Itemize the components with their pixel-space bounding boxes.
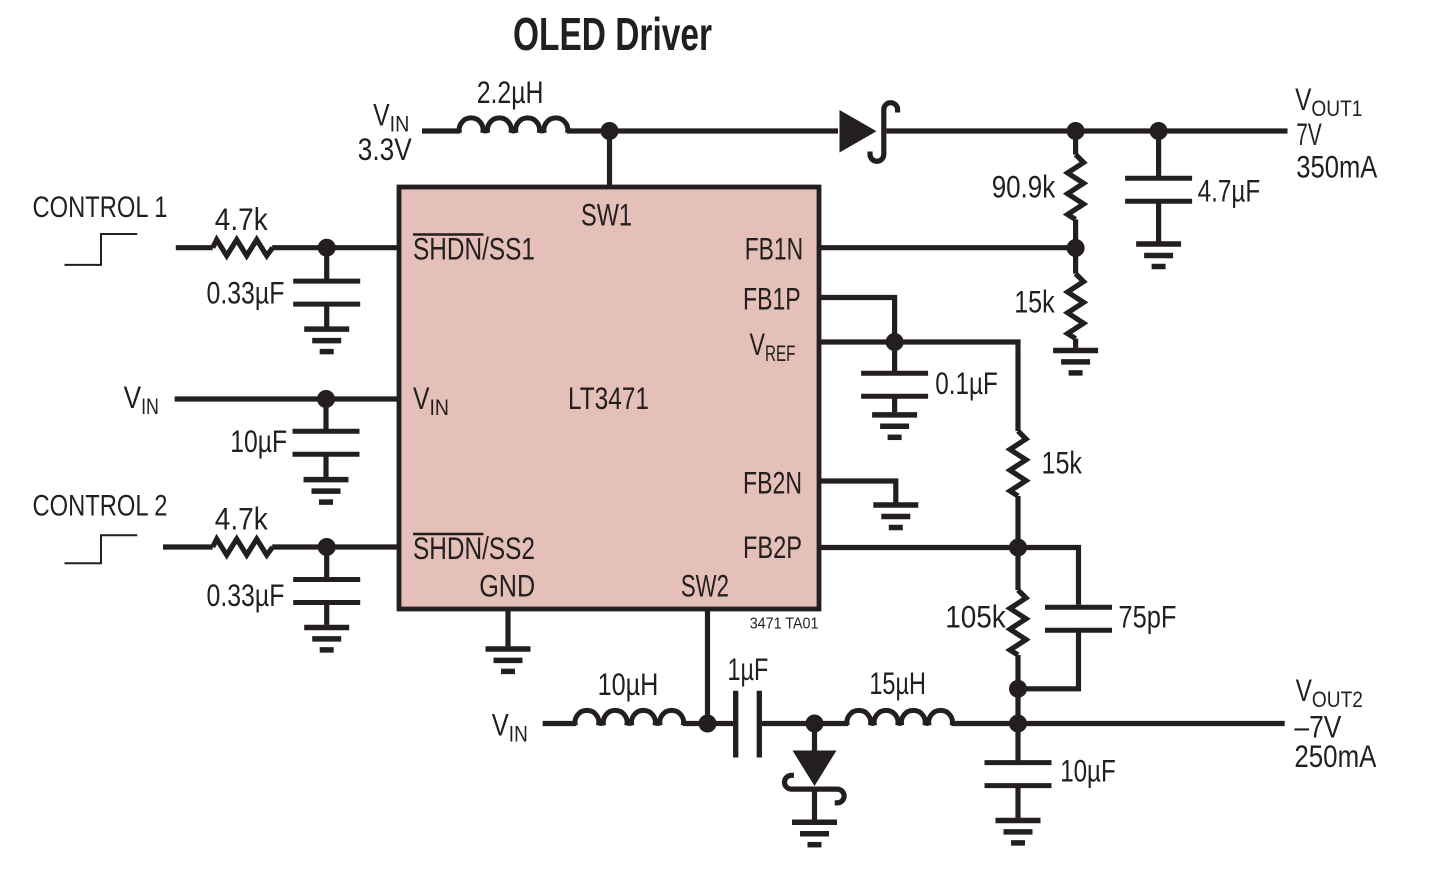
svg-text:2.2µH: 2.2µH — [477, 74, 544, 110]
svg-text:IN: IN — [430, 395, 450, 420]
svg-text:10µF: 10µF — [1060, 753, 1116, 789]
svg-text:FB1P: FB1P — [743, 281, 801, 317]
svg-text:CONTROL 1: CONTROL 1 — [33, 191, 168, 224]
svg-text:V: V — [492, 707, 509, 743]
svg-text:SW2: SW2 — [681, 568, 729, 604]
svg-text:V: V — [373, 97, 390, 133]
svg-text:4.7k: 4.7k — [215, 501, 268, 537]
svg-text:CONTROL 2: CONTROL 2 — [33, 489, 168, 522]
svg-text:OUT1: OUT1 — [1311, 96, 1362, 121]
svg-text:250mA: 250mA — [1294, 738, 1376, 774]
svg-text:4.7µF: 4.7µF — [1198, 173, 1261, 209]
svg-text:OUT2: OUT2 — [1312, 687, 1363, 712]
svg-text:FB2N: FB2N — [743, 465, 802, 501]
svg-text:V: V — [1295, 81, 1311, 117]
svg-text:350mA: 350mA — [1296, 149, 1377, 185]
svg-text:15k: 15k — [1042, 445, 1083, 481]
svg-text:REF: REF — [765, 341, 795, 366]
svg-text:0.1µF: 0.1µF — [935, 365, 998, 401]
svg-text:10µF: 10µF — [230, 423, 287, 459]
svg-text:V: V — [124, 379, 142, 415]
svg-text:75pF: 75pF — [1118, 599, 1176, 635]
svg-text:10µH: 10µH — [598, 666, 659, 702]
svg-text:SHDN/SS1: SHDN/SS1 — [413, 231, 535, 267]
svg-text:V: V — [1296, 672, 1312, 708]
svg-text:GND: GND — [479, 568, 535, 604]
svg-text:SW1: SW1 — [581, 197, 632, 233]
svg-text:15k: 15k — [1014, 283, 1055, 319]
svg-text:15µH: 15µH — [869, 665, 926, 701]
svg-text:90.9k: 90.9k — [992, 169, 1056, 205]
svg-text:4.7k: 4.7k — [215, 201, 268, 237]
svg-text:7V: 7V — [1296, 116, 1321, 152]
svg-text:SHDN/SS2: SHDN/SS2 — [413, 530, 535, 566]
svg-text:OLED Driver: OLED Driver — [513, 8, 712, 60]
svg-text:105k: 105k — [945, 599, 1006, 635]
svg-text:1µF: 1µF — [728, 651, 769, 687]
svg-text:3.3V: 3.3V — [358, 131, 412, 167]
svg-text:FB2P: FB2P — [743, 529, 802, 565]
svg-text:V: V — [750, 326, 766, 362]
svg-text:IN: IN — [509, 722, 528, 747]
svg-text:–7V: –7V — [1294, 708, 1341, 744]
svg-text:0.33µF: 0.33µF — [207, 577, 285, 613]
svg-text:IN: IN — [390, 112, 410, 137]
svg-text:3471 TA01: 3471 TA01 — [750, 616, 819, 633]
svg-text:LT3471: LT3471 — [568, 380, 649, 416]
svg-text:IN: IN — [141, 394, 159, 419]
svg-text:FB1N: FB1N — [745, 230, 804, 266]
svg-text:0.33µF: 0.33µF — [207, 275, 285, 311]
svg-text:V: V — [413, 380, 430, 416]
